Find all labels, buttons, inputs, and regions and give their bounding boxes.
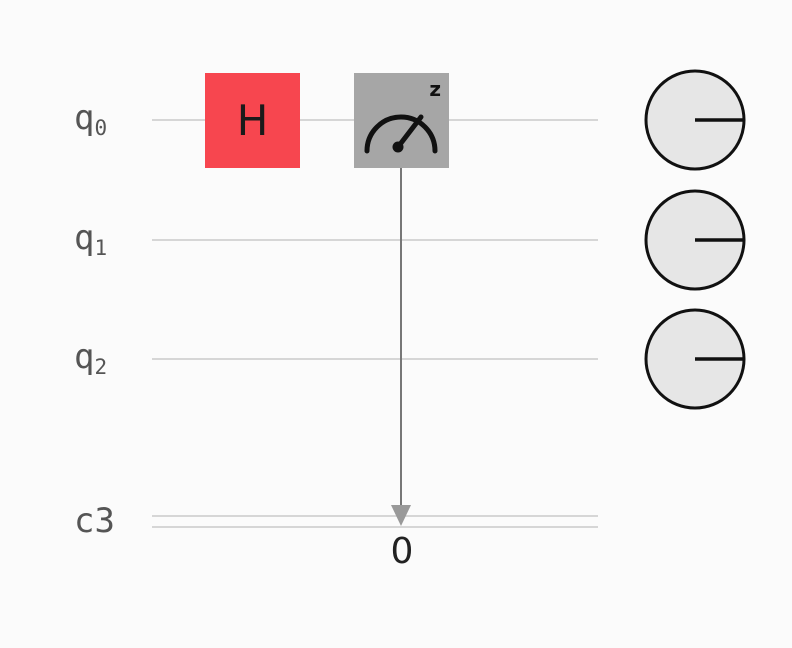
classical-register-label: c3 [74, 501, 115, 541]
measure-arrowhead [391, 505, 411, 526]
qubit-label-2: q2 [74, 337, 108, 379]
qubit-label-1: q1 [74, 218, 108, 260]
phase-disk-0 [644, 69, 746, 171]
phase-disk-1 [644, 189, 746, 291]
qubit-label-0: q0 [74, 98, 108, 140]
meter-icon [364, 114, 438, 154]
phase-disk-2 [644, 308, 746, 410]
measure-gate[interactable]: z [354, 73, 449, 168]
measure-basis-label: z [429, 77, 441, 101]
hadamard-gate[interactable]: H [205, 73, 300, 168]
classical-measured-value: 0 [390, 531, 414, 572]
